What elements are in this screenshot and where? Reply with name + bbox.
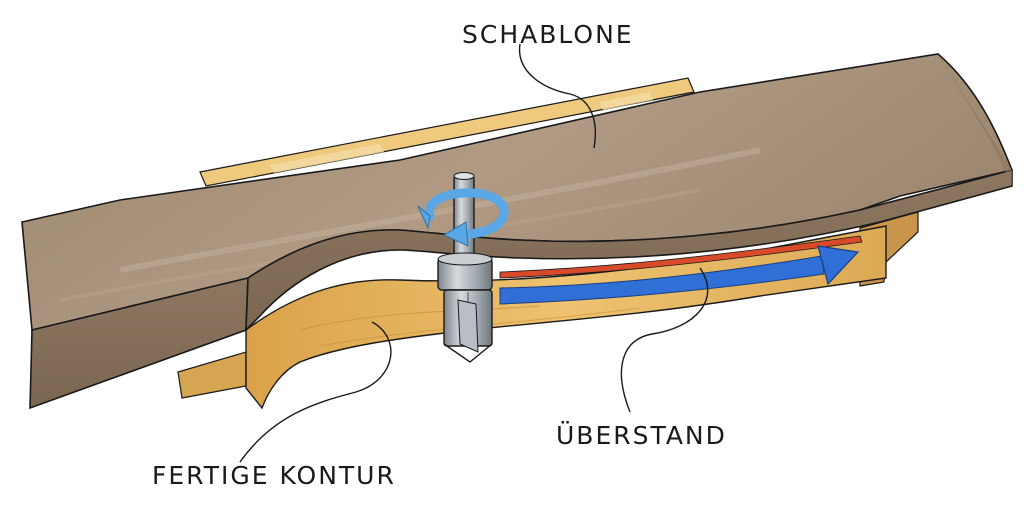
label-template: SCHABLONE [462,22,634,47]
label-overhang: ÜBERSTAND [556,423,727,448]
label-finished-contour: FERTIGE KONTUR [152,463,396,488]
